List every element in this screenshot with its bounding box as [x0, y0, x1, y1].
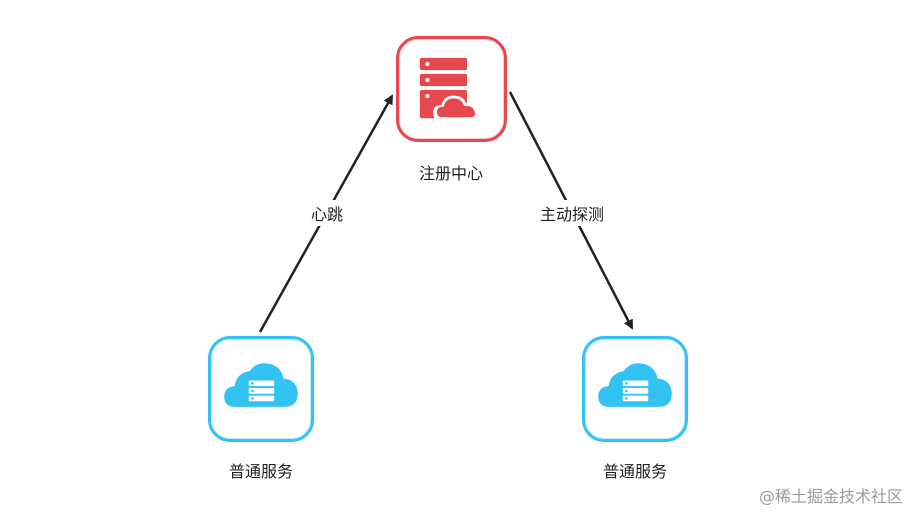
service-left-label: 普通服务: [228, 462, 294, 481]
watermark: @稀土掘金技术社区: [758, 487, 903, 506]
probe-label: 主动探测: [537, 200, 607, 226]
service-left-node[interactable]: [208, 336, 314, 442]
service-right-label: 普通服务: [602, 462, 668, 481]
registry-label: 注册中心: [418, 164, 484, 183]
server-cloud-icon: [419, 57, 479, 121]
cloud-server-icon: [224, 363, 298, 407]
registry-node[interactable]: [396, 36, 507, 142]
service-right-node[interactable]: [582, 336, 688, 442]
cloud-server-icon: [598, 363, 672, 407]
heartbeat-label: 心跳: [308, 200, 346, 226]
